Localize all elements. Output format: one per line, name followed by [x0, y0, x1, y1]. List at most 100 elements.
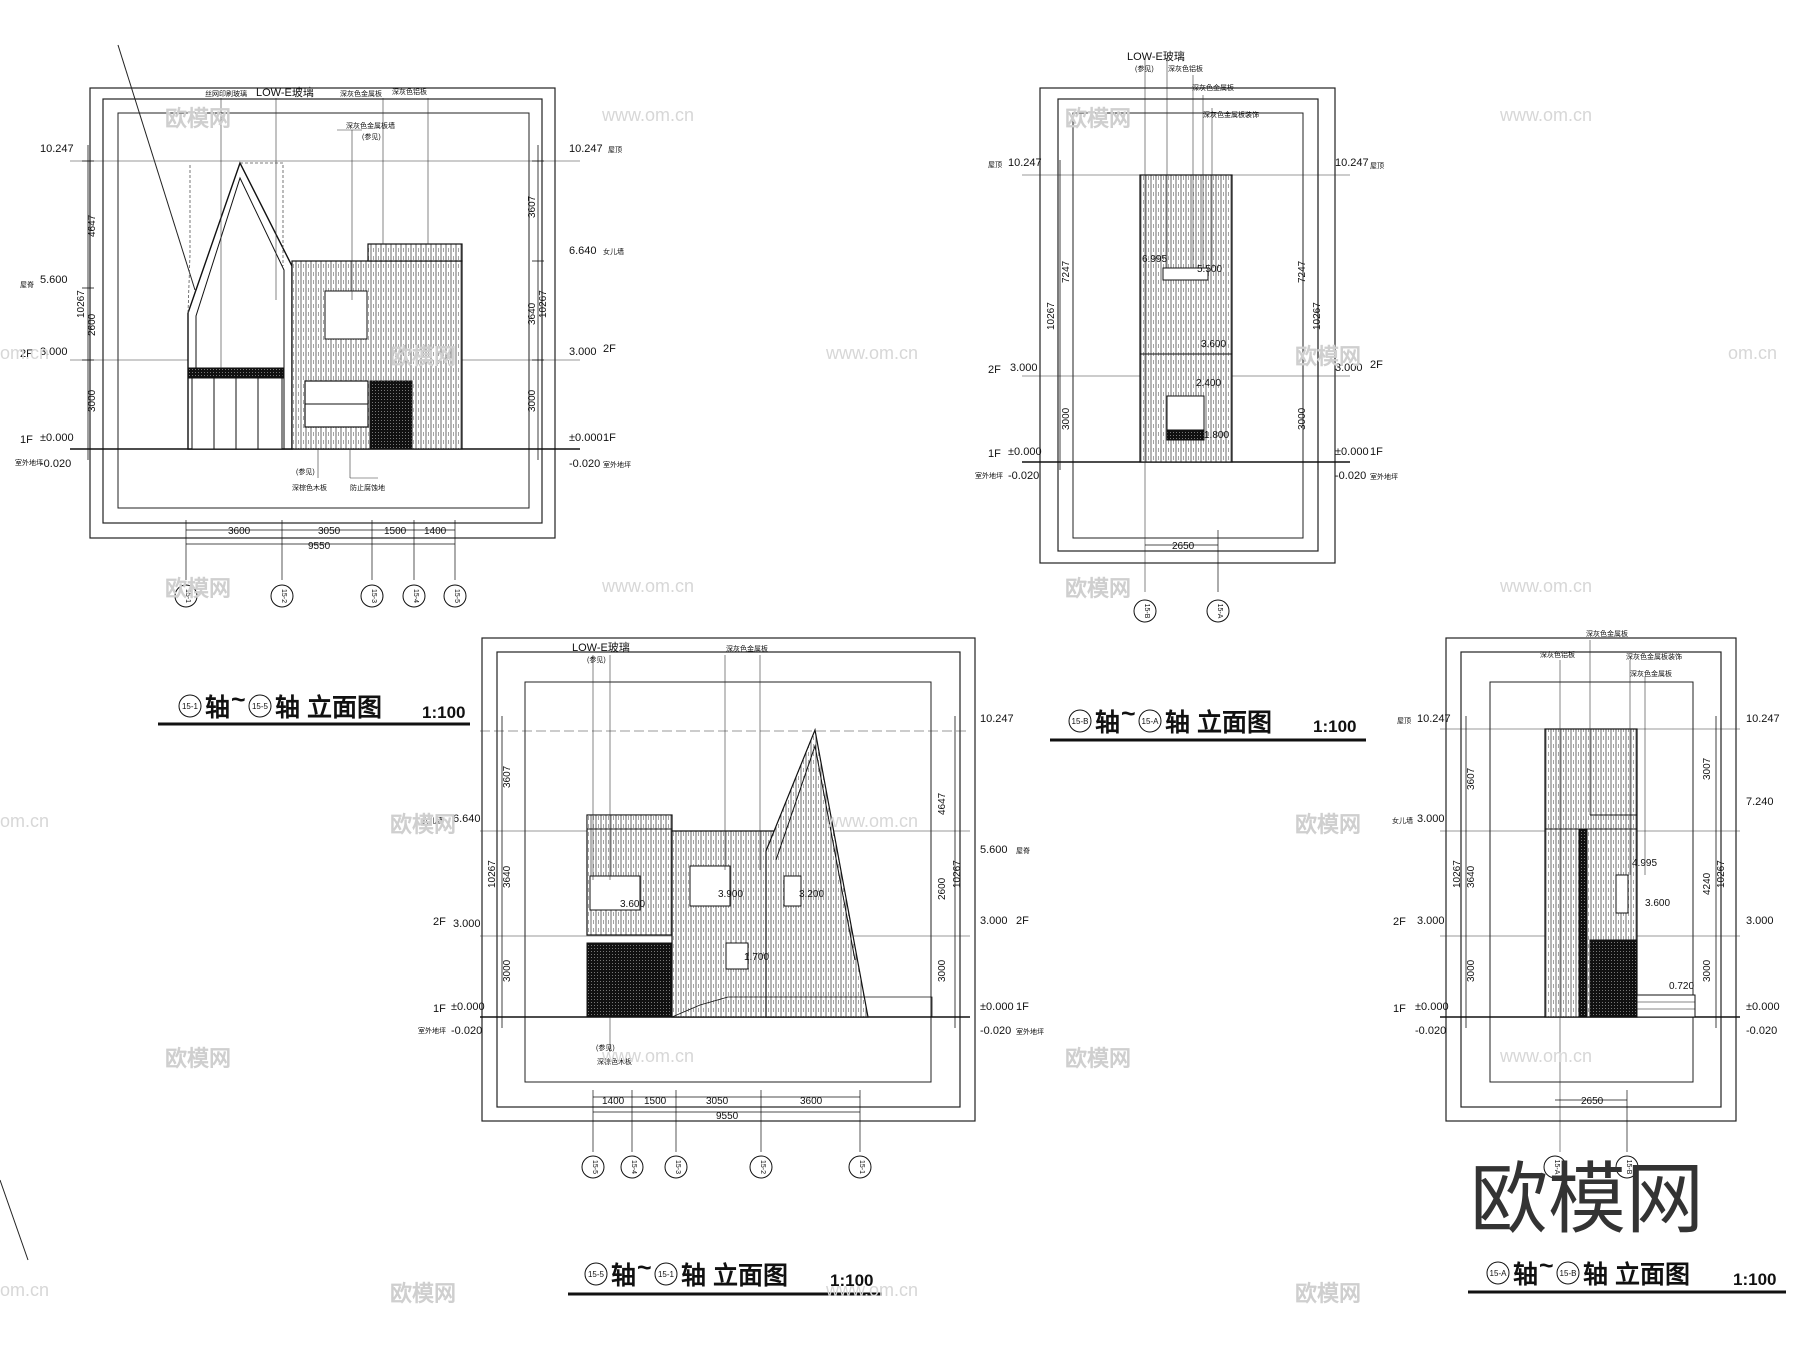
dim-right-1: 7247: [1297, 260, 1308, 283]
floor-tag-1f: 1F: [988, 448, 1001, 460]
dim-right-1: 3007: [1702, 757, 1713, 780]
level-ground-right: -0.020: [1746, 1025, 1777, 1037]
dim-bottom-1: 2650: [1172, 541, 1195, 552]
axis-label: 15-B: [1143, 604, 1150, 619]
title-axis-word: 轴: [1513, 1260, 1538, 1289]
floor-tag-2f: 2F: [433, 916, 446, 928]
mark: 3.600: [1201, 339, 1226, 350]
dim-right-2: 2600: [937, 877, 948, 900]
watermark-url: www.om.cn: [601, 105, 694, 125]
title-main: 轴 立面图: [681, 1261, 788, 1290]
dim-left-2: 3640: [1466, 865, 1477, 888]
level-f1-right: ±0.000: [1746, 1001, 1780, 1013]
level-note-ground: 室外地坪: [15, 458, 43, 467]
title-scale: 1:100: [1733, 1270, 1776, 1289]
note-top-4: 深灰色金属板: [1192, 83, 1234, 92]
watermark-brand: 欧模网: [165, 1046, 231, 1071]
floor-tag-1f: 1F: [433, 1003, 446, 1015]
axis-label: 15-2: [280, 589, 287, 603]
axis-label: 15-B: [1625, 1160, 1632, 1175]
level-aux-right: 7.240: [1746, 796, 1774, 808]
level-ridge-left: 5.600: [40, 274, 68, 286]
title-axis-to: 15-5: [252, 702, 269, 711]
axis-bubbles: 15-1 15-2 15-3 15-4 15-5: [174, 584, 467, 608]
dim-left-total: 10267: [1046, 302, 1057, 330]
level-roof-left: 10.247: [40, 143, 74, 155]
note-top-3: 深灰色金属板: [340, 89, 382, 98]
mark: 6.995: [1142, 254, 1167, 265]
title-axis-to: 15-B: [1560, 1269, 1577, 1278]
dim-right-3: 3000: [937, 959, 948, 982]
watermark-url-short: om.cn: [0, 811, 49, 831]
level-note-ground-right: 室外地坪: [603, 460, 631, 469]
window-strip: [1162, 267, 1209, 281]
note-bottom-1: (参见): [596, 1043, 615, 1052]
note-bottom-1: (参见): [296, 467, 315, 476]
frame-inner: [1489, 681, 1694, 1083]
level-f1-left: ±0.000: [1008, 446, 1042, 458]
frame-inner: [117, 112, 530, 509]
title-axis-from: 15-1: [182, 702, 199, 711]
frame-outer: [481, 637, 976, 1122]
floor-tag-1f: 1F: [1393, 1003, 1406, 1015]
title-axis-to: 15-1: [658, 1270, 675, 1279]
dim-left-1: 4647: [87, 214, 98, 237]
floor-tag-2f: 2F: [20, 348, 33, 360]
leader-line: [0, 1179, 29, 1261]
note-top-6: (参见): [362, 132, 381, 141]
floor-tag-2f-right: 2F: [603, 343, 616, 355]
title-axis-from: 15-B: [1072, 717, 1089, 726]
note-top-2: (参见): [587, 655, 606, 664]
window-lower: [1166, 395, 1205, 431]
frame-mid: [496, 651, 961, 1108]
axis-label: 15-5: [453, 589, 460, 603]
level-note-roof-right: 屋顶: [1370, 162, 1384, 170]
dim-right-3: 3000: [527, 389, 538, 412]
dim-right-total: 10267: [538, 290, 549, 318]
mark: 0.720: [1669, 981, 1694, 992]
window-2: [689, 865, 731, 907]
note-top-3: 深灰色铝板: [1168, 64, 1203, 73]
title-axis-from: 15-A: [1490, 1269, 1508, 1278]
watermarks: 欧模网 www.om.cn 欧模网 www.om.cn om.cn 欧模网 ww…: [0, 105, 1777, 1306]
watermark-url-short: om.cn: [0, 343, 49, 363]
dim-bottom-2: 1500: [644, 1096, 667, 1107]
level-ground-right: -0.020: [569, 458, 600, 470]
level-note-aux: 女儿墙: [603, 247, 624, 256]
note-top-1: LOW-E玻璃: [572, 640, 630, 654]
floor-tag-1f-right: 1F: [1016, 1001, 1029, 1013]
title-axis-to: 15-A: [1142, 717, 1160, 726]
level-note-roof-left: 屋顶: [988, 161, 1002, 169]
watermark-brand: 欧模网: [165, 106, 231, 131]
dim-bottom-total: 9550: [716, 1111, 739, 1122]
mark: 3.600: [620, 899, 645, 910]
mark: 5.500: [1197, 264, 1222, 275]
note-top-4: 深灰色金属板: [1630, 669, 1672, 678]
level-note-ground: 室外地坪: [975, 471, 1003, 480]
title-main: 轴 立面图: [1165, 708, 1272, 737]
axis-label: 15-3: [674, 1160, 681, 1174]
level-roof-left: 10.247: [1008, 157, 1042, 169]
note-top-4: 深灰色铝板: [392, 87, 427, 96]
axis-label: 15-2: [759, 1160, 766, 1174]
level-note-ridge: 屋脊: [1016, 846, 1030, 855]
dim-right-2: 4240: [1702, 872, 1713, 895]
dim-left-2: 3000: [1061, 407, 1072, 430]
glass-storefront: [191, 377, 283, 450]
title-tilde: ~: [1539, 1252, 1554, 1280]
level-f1-right: ±0.000: [980, 1001, 1014, 1013]
floor-tag-2f-right: 2F: [1016, 915, 1029, 927]
window-4: [725, 942, 749, 970]
dim-right-total: 10267: [1716, 860, 1727, 888]
frame-inner: [524, 681, 932, 1083]
axis-label: 15-1: [858, 1160, 865, 1174]
watermark-brand: 欧模网: [390, 344, 456, 369]
watermark-brand: 欧模网: [390, 812, 456, 837]
level-ground-left: -0.020: [40, 458, 71, 470]
dim-bottom-1: 2650: [1581, 1096, 1604, 1107]
mark: 1.700: [744, 952, 769, 963]
frame-outer: [1039, 87, 1336, 564]
frame-mid: [1460, 651, 1722, 1108]
level-ground-right: -0.020: [1335, 470, 1366, 482]
level-roof-right: 10.247: [1335, 157, 1369, 169]
